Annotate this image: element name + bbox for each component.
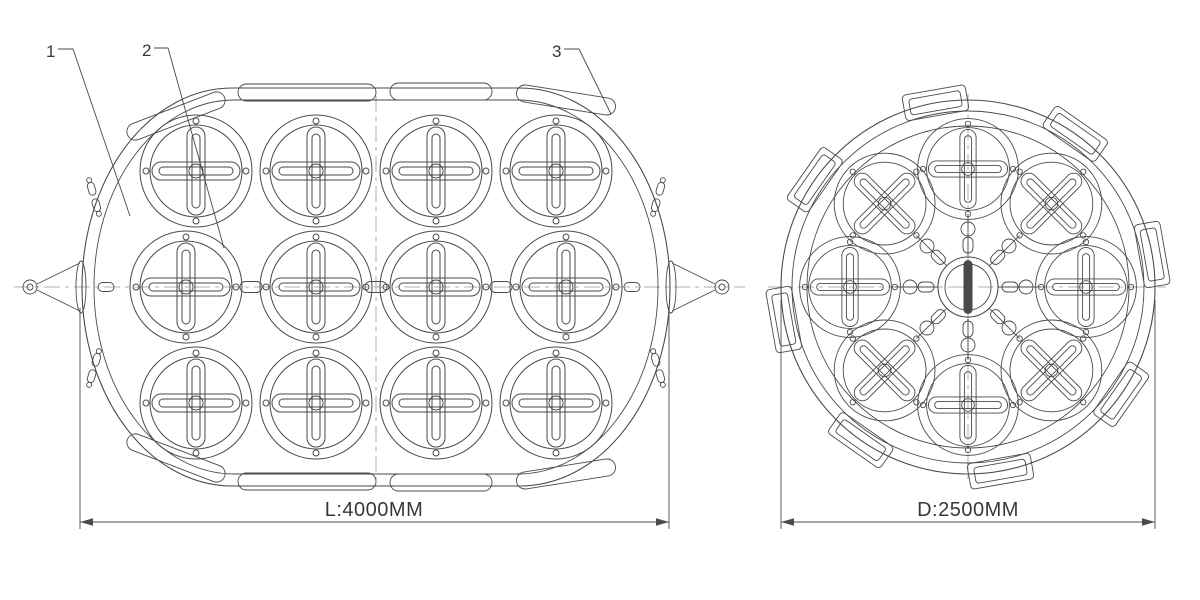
tire-icon bbox=[379, 346, 493, 460]
centerline-chain-links bbox=[97, 281, 641, 293]
callout-3-label: 3 bbox=[552, 42, 561, 61]
callout-2-label: 2 bbox=[142, 41, 151, 60]
tire-icon bbox=[259, 114, 373, 228]
callout-3: 3 bbox=[552, 42, 612, 115]
tire-icon bbox=[499, 346, 613, 460]
rim-tabs bbox=[765, 84, 1171, 490]
center-hub bbox=[937, 256, 999, 318]
tire-icon bbox=[499, 114, 613, 228]
callout-2: 2 bbox=[142, 41, 225, 249]
shackle-icon bbox=[84, 176, 104, 218]
fender-body-outline bbox=[81, 87, 671, 487]
diameter-dimension: D:2500MM bbox=[780, 300, 1156, 529]
fender-end-view bbox=[765, 84, 1171, 490]
left-end-fitting bbox=[22, 260, 87, 314]
bottom-chain-segments bbox=[126, 433, 616, 492]
top-chain-segments bbox=[126, 82, 616, 141]
tire-icon bbox=[259, 346, 373, 460]
diameter-dimension-label: D:2500MM bbox=[917, 499, 1019, 521]
length-dimension-label: L:4000MM bbox=[325, 499, 424, 521]
tire-icon bbox=[139, 346, 253, 460]
callout-1: 1 bbox=[46, 42, 131, 217]
end-view-rings bbox=[780, 99, 1156, 475]
length-dimension: L:4000MM bbox=[79, 308, 670, 529]
callout-1-label: 1 bbox=[46, 42, 55, 61]
tire-icon bbox=[139, 114, 253, 228]
hub-spokes bbox=[895, 214, 1041, 360]
shackle-icon bbox=[648, 176, 668, 218]
fender-side-view bbox=[22, 82, 730, 492]
tire-icon bbox=[379, 114, 493, 228]
right-end-fitting bbox=[665, 260, 730, 314]
